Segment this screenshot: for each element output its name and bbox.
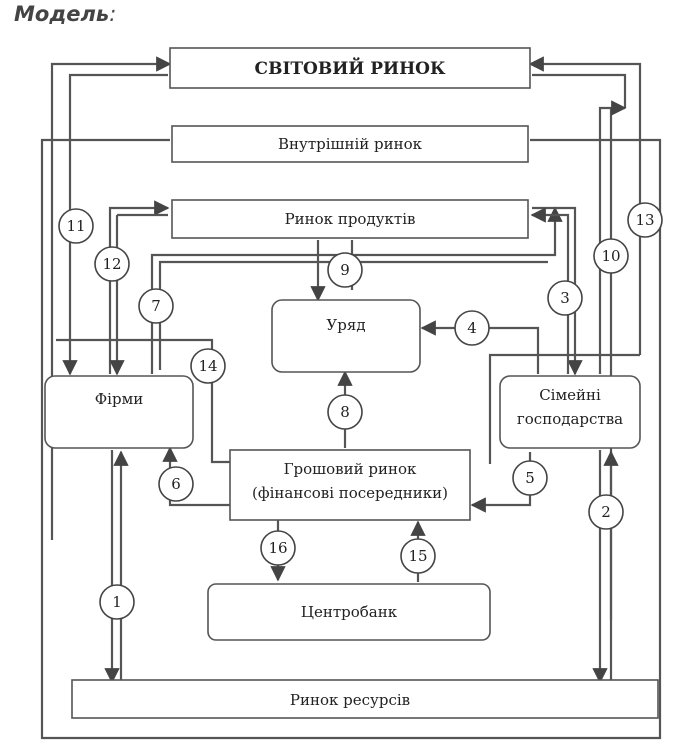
flow-11-marker: 11 bbox=[58, 208, 94, 244]
flow-4-marker: 4 bbox=[454, 310, 490, 346]
flow-8-number: 8 bbox=[340, 403, 350, 421]
flow-15-number: 15 bbox=[408, 547, 427, 565]
model-title: Модель: bbox=[14, 2, 116, 26]
flow-13-number: 13 bbox=[635, 211, 654, 229]
flow-16-number: 16 bbox=[268, 539, 287, 557]
product-market-label: Ринок продуктів bbox=[285, 210, 416, 228]
flow-9-marker: 9 bbox=[327, 252, 363, 288]
flow-9-number: 9 bbox=[340, 261, 350, 279]
model-title-colon: : bbox=[109, 2, 117, 26]
households-label-line2: господарства bbox=[517, 410, 623, 428]
flow-1-marker: 1 bbox=[99, 584, 135, 620]
flow-14-number: 14 bbox=[198, 357, 217, 375]
flow-7-marker: 7 bbox=[138, 288, 174, 324]
world-market-box: СВІТОВИЙ РИНОК bbox=[169, 47, 531, 89]
central-bank-label: Центробанк bbox=[301, 603, 398, 621]
firms-box: Фірми bbox=[44, 375, 194, 449]
central-bank-box: Центробанк bbox=[207, 583, 491, 641]
model-title-text: Модель bbox=[14, 2, 110, 26]
government-box: Уряд bbox=[271, 299, 421, 373]
flow-5-marker: 5 bbox=[512, 460, 548, 496]
flow-6-number: 6 bbox=[171, 475, 181, 493]
flow-8-marker: 8 bbox=[327, 394, 363, 430]
product-market-box: Ринок продуктів bbox=[171, 199, 529, 239]
flow-2-marker: 2 bbox=[588, 494, 624, 530]
flow-11-number: 11 bbox=[66, 217, 85, 235]
flow-16-marker: 16 bbox=[260, 530, 296, 566]
resource-market-box: Ринок ресурсів bbox=[71, 679, 659, 719]
households-label-line1: Сімейні bbox=[539, 386, 601, 404]
money-market-label-line1: Грошовий ринок bbox=[284, 460, 417, 478]
resource-market-label: Ринок ресурсів bbox=[290, 691, 410, 709]
flow-10-marker: 10 bbox=[593, 238, 629, 274]
flow-2-number: 2 bbox=[601, 503, 611, 521]
flow-3-marker: 3 bbox=[547, 280, 583, 316]
money-market-box: Грошовий ринок (фінансові посередники) bbox=[229, 449, 471, 521]
world-market-label: СВІТОВИЙ РИНОК bbox=[255, 57, 446, 79]
flow-14-marker: 14 bbox=[190, 348, 226, 384]
flow-3-number: 3 bbox=[560, 289, 570, 307]
flow-4-number: 4 bbox=[467, 319, 477, 337]
households-box: Сімейні господарства bbox=[499, 375, 641, 449]
flow-5-number: 5 bbox=[525, 469, 535, 487]
flow-10-number: 10 bbox=[601, 247, 620, 265]
flow-7-number: 7 bbox=[151, 297, 161, 315]
domestic-market-box: Внутрішній ринок bbox=[171, 125, 529, 163]
money-market-label-line2: (фінансові посередники) bbox=[252, 484, 448, 502]
flow-12-number: 12 bbox=[102, 255, 121, 273]
flow-12-marker: 12 bbox=[94, 246, 130, 282]
flow-15-marker: 15 bbox=[400, 538, 436, 574]
flow-6-marker: 6 bbox=[158, 466, 194, 502]
government-label: Уряд bbox=[326, 316, 365, 334]
flow-1-number: 1 bbox=[112, 593, 122, 611]
domestic-market-label: Внутрішній ринок bbox=[278, 135, 423, 153]
firms-label: Фірми bbox=[95, 390, 144, 408]
flow-13-marker: 13 bbox=[627, 202, 663, 238]
